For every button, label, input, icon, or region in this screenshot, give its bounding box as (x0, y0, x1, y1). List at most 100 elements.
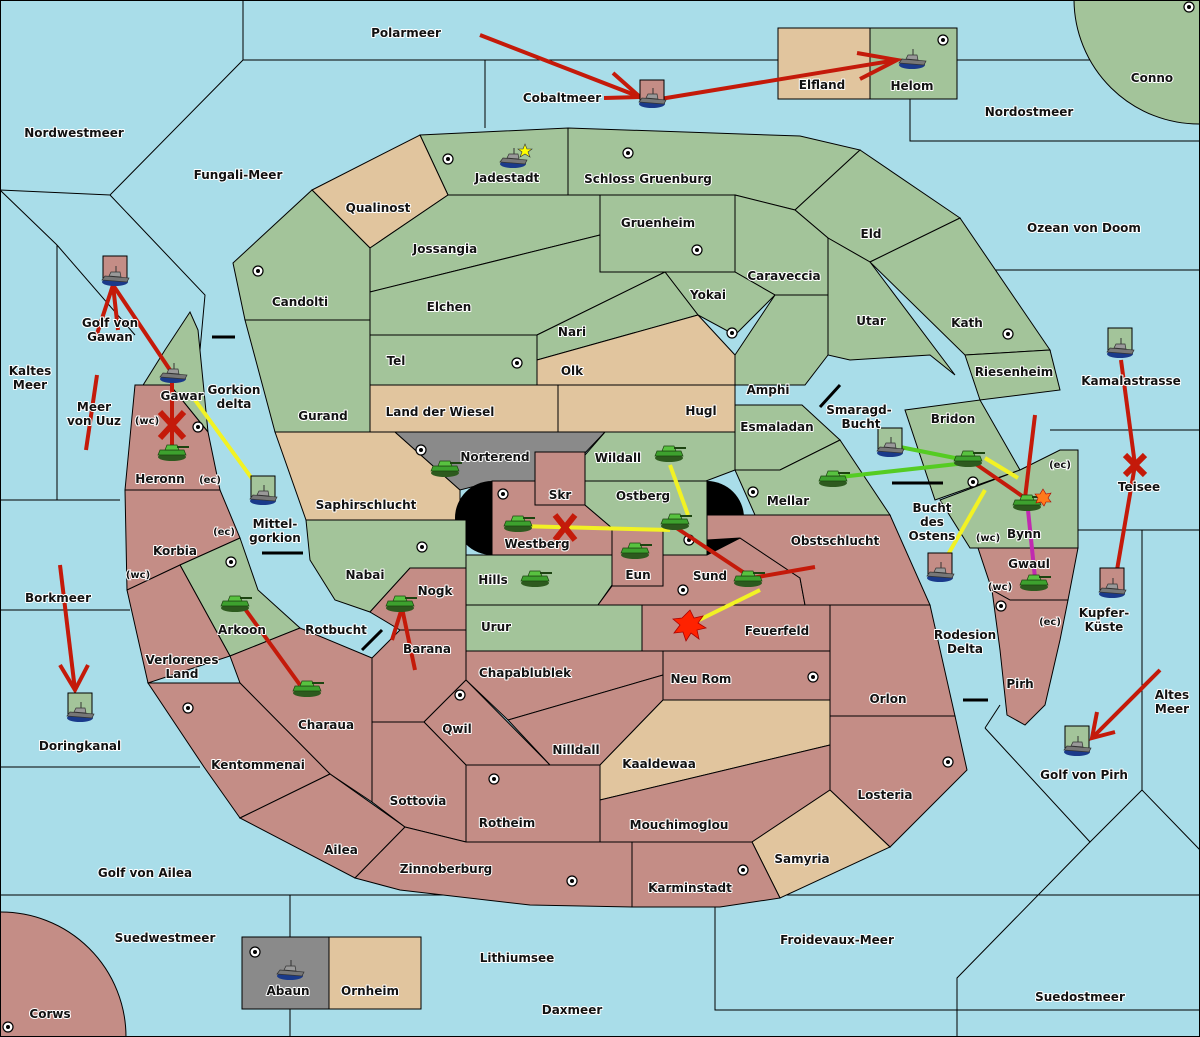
label-gawar: Gawar (160, 389, 203, 403)
label-arkoon: Arkoon (218, 623, 266, 637)
label-chapablublek: Chapablublek (479, 666, 572, 680)
supply-center-icon (416, 541, 428, 553)
label-losteria: Losteria (857, 788, 912, 802)
label-meer-von-uuz: Meer (77, 400, 111, 414)
explosion-icon (672, 609, 708, 642)
label-verlorenes-land: Verlorenes (146, 653, 219, 667)
supply-center-icon (967, 476, 979, 488)
label-norterend: Norterend (460, 450, 529, 464)
label-pirh: Pirh (1006, 677, 1033, 691)
label-teisee: Teisee (1118, 480, 1160, 494)
territory-pirh[interactable] (991, 589, 1069, 726)
supply-center-icon (737, 864, 749, 876)
label-gwaul: Gwaul (1008, 557, 1050, 571)
label-esmaladan: Esmaladan (740, 420, 813, 434)
territory-bynn[interactable] (939, 449, 1079, 549)
territory-mellar[interactable] (734, 439, 891, 516)
supply-center-icon (691, 244, 703, 256)
label-elfland: Elfland (799, 78, 845, 92)
label-verlorenes-land-2: Land (166, 667, 199, 681)
army-units (157, 444, 1052, 698)
territory-ornheim[interactable] (328, 936, 422, 1010)
label-amphi: Amphi (746, 383, 789, 397)
label-bridon: Bridon (931, 412, 976, 426)
territory-losteria[interactable] (829, 715, 968, 848)
supply-center-icon (511, 357, 523, 369)
label-olk: Olk (561, 364, 584, 378)
label-abaun: Abaun (266, 984, 309, 998)
label-golf-von-gawan: Golf von (82, 316, 138, 330)
label-daxmeer: Daxmeer (542, 1003, 603, 1017)
label-tel: Tel (387, 354, 406, 368)
label-suedwestmeer: Suedwestmeer (115, 931, 216, 945)
label-rotbucht: Rotbucht (305, 623, 367, 637)
label-hugl: Hugl (685, 404, 716, 418)
label-conno: Conno (1131, 71, 1173, 85)
territory-rotheim[interactable] (465, 764, 601, 843)
label-gorkion-delta: Gorkion (208, 383, 261, 397)
label-suedostmeer: Suedostmeer (1035, 990, 1125, 1004)
territory-obstschlucht[interactable] (706, 514, 931, 606)
label-golf-von-gawan-2: Gawan (87, 330, 133, 344)
label-eun: Eun (625, 568, 650, 582)
label-obstschlucht: Obstschlucht (791, 534, 880, 548)
territory-candolti[interactable] (232, 189, 371, 321)
label-bucht-des-ostens-2: des (920, 515, 944, 529)
label-gurand: Gurand (298, 409, 348, 423)
territory-gruenheim[interactable] (599, 194, 736, 273)
label-nari: Nari (558, 325, 586, 339)
label-qualinost: Qualinost (346, 201, 411, 215)
label-kamalastrasse: Kamalastrasse (1081, 374, 1181, 388)
label-nordwestmeer: Nordwestmeer (24, 126, 124, 140)
label-mouchimoglou: Mouchimoglou (630, 818, 729, 832)
supply-center-icon (677, 584, 689, 596)
label-altes-meer: Altes (1155, 688, 1189, 702)
supply-center-icon (252, 265, 264, 277)
label-cobaltmeer: Cobaltmeer (523, 91, 601, 105)
label-neu-rom: Neu Rom (671, 672, 732, 686)
label-kaltes-meer: Kaltes (9, 364, 52, 378)
territory-karminstadt[interactable] (631, 841, 781, 908)
label-charaua: Charaua (298, 718, 354, 732)
label-coast-ec: (ec) (213, 527, 235, 538)
supply-center-icon (488, 773, 500, 785)
supply-center-icon (726, 327, 738, 339)
orders-red (58, 33, 1162, 741)
label-sund: Sund (693, 569, 727, 583)
label-jadestadt: Jadestadt (474, 171, 540, 185)
supply-center-icon (942, 756, 954, 768)
label-qwil: Qwil (442, 722, 472, 736)
label-mellar: Mellar (767, 494, 809, 508)
fleet-units (66, 48, 1135, 981)
territory-riesenheim[interactable] (964, 349, 1061, 401)
supply-center-icon (2, 1021, 14, 1033)
label-lithiumsee: Lithiumsee (480, 951, 555, 965)
label-saphirschlucht: Saphirschlucht (316, 498, 417, 512)
label-kupfer-kueste: Kupfer- (1079, 606, 1129, 620)
label-coast-wc: (wc) (988, 582, 1012, 593)
label-ornheim: Ornheim (341, 984, 399, 998)
label-corws: Corws (29, 1007, 70, 1021)
label-gorkion-delta-2: delta (217, 397, 252, 411)
label-feuerfeld: Feuerfeld (745, 624, 810, 638)
label-nilldall: Nilldall (552, 743, 599, 757)
label-elchen: Elchen (427, 300, 472, 314)
label-nogk: Nogk (418, 584, 454, 598)
territory-conno[interactable] (1073, 0, 1200, 125)
label-yokai: Yokai (689, 288, 726, 302)
supply-center-icon (225, 556, 237, 568)
label-urur: Urur (481, 620, 511, 634)
label-mittel-gorkion-2: gorkion (249, 531, 301, 545)
label-ozean-von-doom: Ozean von Doom (1027, 221, 1141, 235)
territory-corws[interactable] (0, 911, 127, 1037)
label-barana: Barana (403, 642, 451, 656)
label-ostberg: Ostberg (616, 489, 670, 503)
label-coast-wc: (wc) (126, 570, 150, 581)
label-coast-wc: (wc) (135, 416, 159, 427)
label-kath: Kath (951, 316, 983, 330)
supply-center-icon (937, 34, 949, 46)
supply-center-icon (415, 444, 427, 456)
failed-order-marks (157, 409, 1148, 542)
supply-center-icon (249, 946, 261, 958)
